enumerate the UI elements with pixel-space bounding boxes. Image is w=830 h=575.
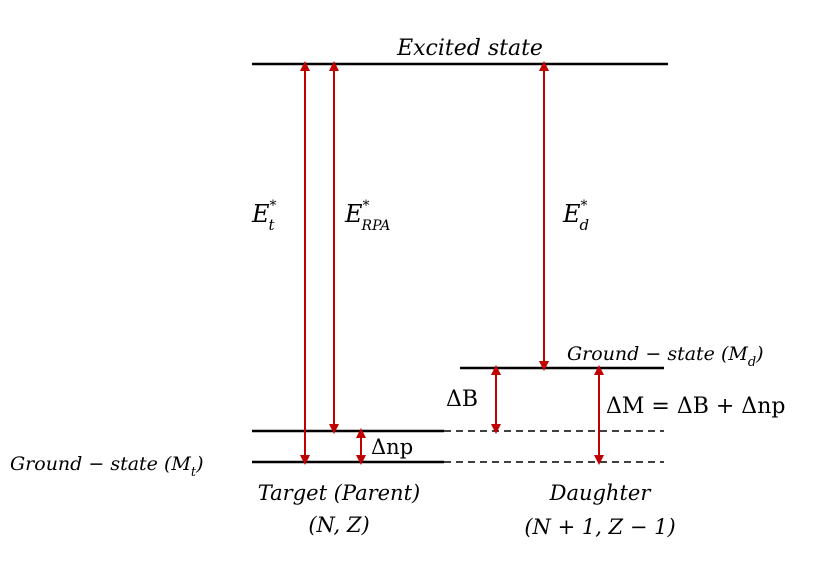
e-rpa-sub: RPA — [361, 218, 391, 234]
target-ground-close: ) — [195, 453, 203, 475]
target-nz-label: (N, Z) — [308, 513, 369, 537]
daughter-ground-label: Ground − state (Md) — [567, 343, 764, 370]
target-label: Target (Parent) — [258, 481, 420, 505]
e-t-label: E* t — [251, 198, 277, 234]
daughter-nz-label: (N + 1, Z − 1) — [524, 515, 675, 539]
target-ground-sub: t — [191, 465, 197, 480]
e-rpa-label: E* RPA — [344, 198, 390, 234]
target-ground-text: Ground − state (M — [10, 453, 191, 475]
e-d-label: E* d — [562, 198, 589, 234]
delta-np-label: Δnp — [371, 435, 413, 459]
target-ground-label: Ground − state (Mt) — [10, 453, 204, 480]
e-rpa-sup: * — [363, 198, 370, 214]
delta-m-equation: ΔM = ΔB + Δnp — [606, 394, 785, 419]
e-t-sup: * — [270, 198, 277, 214]
daughter-label: Daughter — [549, 481, 653, 505]
e-t-sub: t — [269, 216, 276, 234]
delta-b-label: ΔB — [446, 387, 478, 412]
e-d-sup: * — [581, 198, 588, 214]
excited-state-label: Excited state — [396, 36, 543, 61]
daughter-ground-text: Ground − state (M — [567, 343, 748, 365]
daughter-ground-close: ) — [755, 343, 763, 365]
e-t-base: E — [251, 200, 270, 228]
e-d-base: E — [562, 200, 581, 228]
daughter-ground-sub: d — [748, 355, 756, 370]
e-d-sub: d — [580, 216, 590, 234]
e-rpa-base: E — [344, 200, 363, 228]
